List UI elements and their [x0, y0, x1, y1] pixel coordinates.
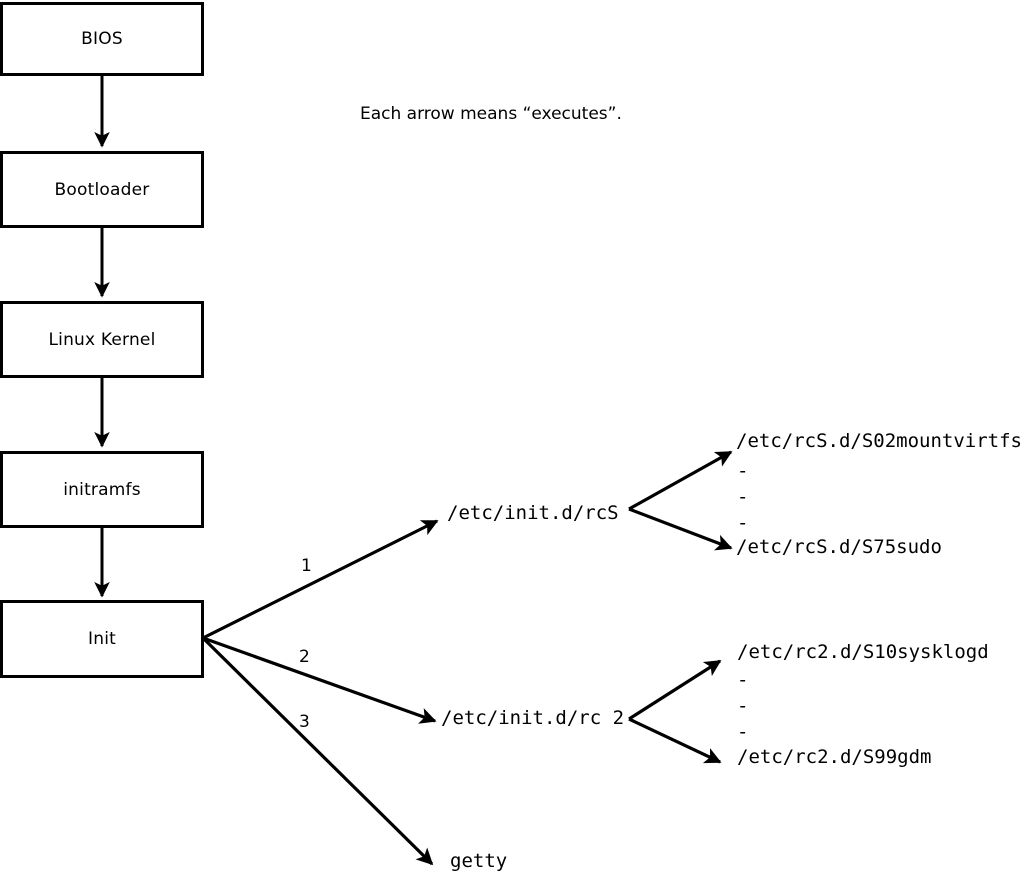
node-box-initramfs[interactable]: initramfs: [0, 451, 204, 528]
connector-rc2-to-first-script: [628, 659, 722, 721]
node-label-bootloader: Bootloader: [54, 179, 150, 200]
node-label-initramfs: initramfs: [63, 479, 141, 500]
init-fanout-connectors: [201, 519, 439, 866]
rc2-ellipsis-dash-3: -: [737, 721, 749, 743]
rc2-ellipsis-dash-2: -: [737, 695, 749, 717]
label-init-d-rc2[interactable]: /etc/init.d/rc 2: [441, 707, 625, 729]
edge-number-2: 2: [299, 647, 310, 667]
connector-init-to-rcs: [202, 519, 439, 640]
rcs-ellipsis-dash-1: -: [737, 460, 749, 482]
label-rcs-first-script[interactable]: /etc/rcS.d/S02mountvirtfs: [736, 430, 1022, 452]
connector-init-to-rc2: [202, 636, 437, 724]
rcs-ellipsis-dash-3: -: [737, 512, 749, 534]
label-rc2-first-script[interactable]: /etc/rc2.d/S10sysklogd: [737, 641, 989, 663]
edge-number-3: 3: [299, 712, 310, 732]
label-getty[interactable]: getty: [450, 850, 508, 872]
connector-rcs-to-last-script: [628, 507, 733, 551]
connector-rcs-to-first-script: [628, 450, 733, 511]
label-rcs-last-script[interactable]: /etc/rcS.d/S75sudo: [736, 536, 942, 558]
node-box-bios[interactable]: BIOS: [0, 2, 204, 76]
node-box-linux-kernel[interactable]: Linux Kernel: [0, 301, 204, 378]
node-box-init[interactable]: Init: [0, 600, 204, 678]
rcs-ellipsis-dash-2: -: [737, 486, 749, 508]
rc2-branch-connectors: [628, 659, 722, 764]
node-label-bios: BIOS: [81, 29, 123, 49]
node-label-init: Init: [88, 629, 116, 649]
node-box-bootloader[interactable]: Bootloader: [0, 151, 204, 228]
rc2-ellipsis-dash-1: -: [737, 669, 749, 691]
node-label-linux-kernel: Linux Kernel: [48, 329, 156, 350]
label-init-d-rcs[interactable]: /etc/init.d/rcS: [447, 502, 619, 524]
legend-note: Each arrow means “executes”.: [360, 104, 622, 124]
label-rc2-last-script[interactable]: /etc/rc2.d/S99gdm: [737, 746, 932, 768]
connector-rc2-to-last-script: [628, 717, 722, 764]
connector-init-to-getty: [201, 636, 434, 866]
rcs-branch-connectors: [628, 450, 733, 551]
edge-number-1: 1: [301, 556, 312, 576]
